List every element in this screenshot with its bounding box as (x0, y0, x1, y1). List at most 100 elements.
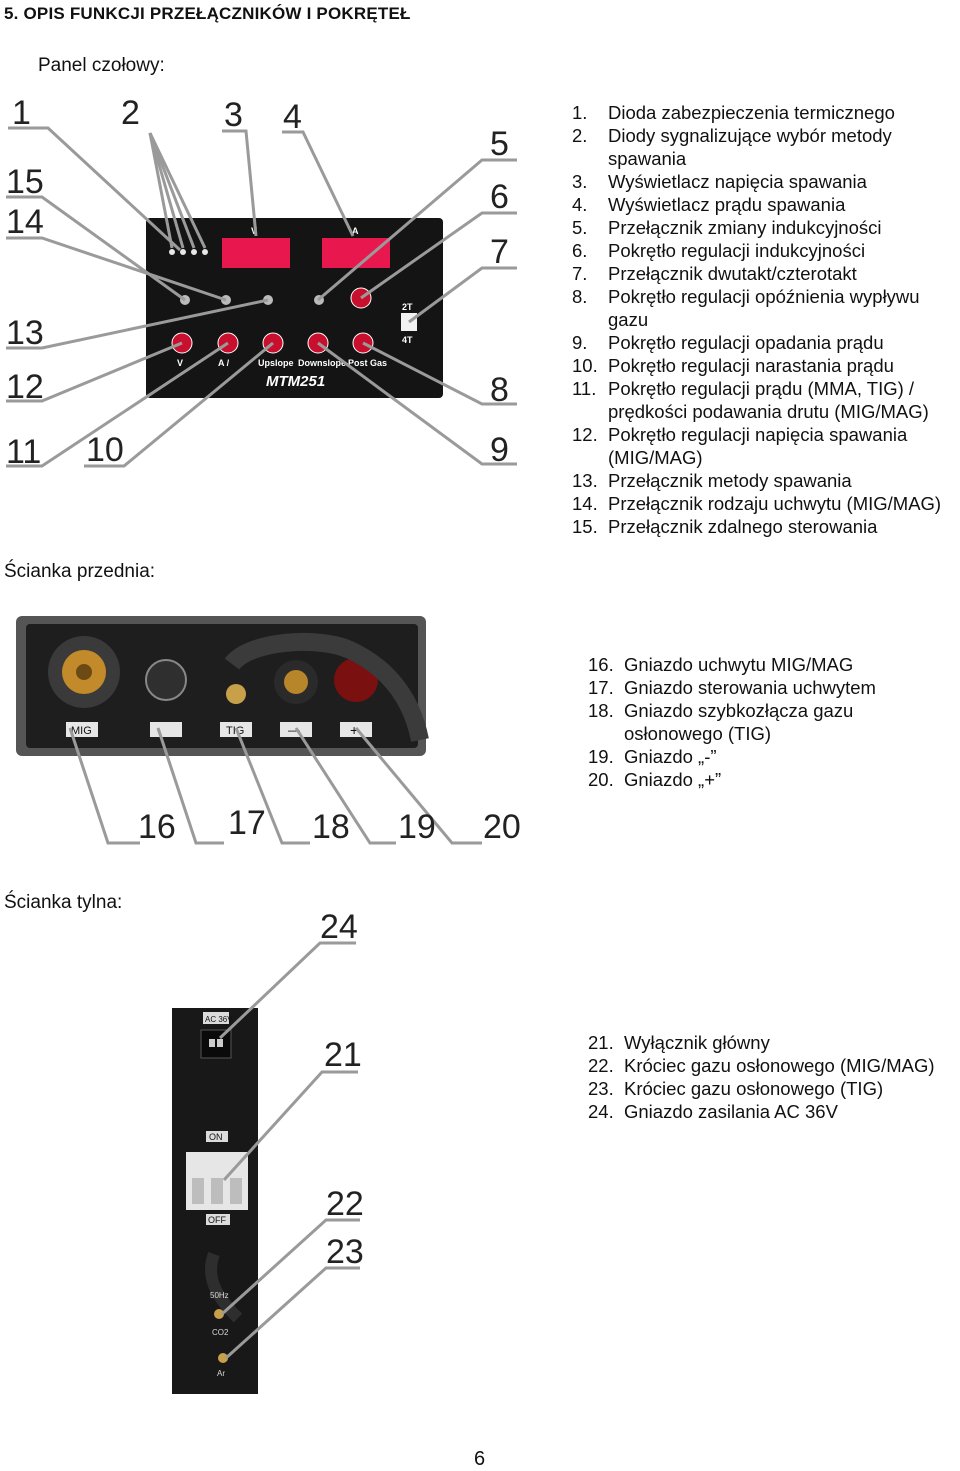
callout-19: 19 (398, 808, 436, 846)
callout-9: 9 (490, 431, 509, 469)
back-wall-figure: AC 36V ON OFF 50Hz CO2 Ar (172, 1008, 258, 1394)
front-panel-label: Panel czołowy: (38, 55, 165, 76)
legend-item: 9.Pokrętło regulacji opadania prądu (572, 332, 884, 353)
voltage-display (222, 238, 290, 268)
legend-item: 20.Gniazdo „+” (588, 769, 722, 790)
legend-item: 19.Gniazdo „-” (588, 746, 717, 767)
tig-gas-inlet-icon[interactable] (218, 1353, 228, 1363)
front-wall-callouts: 16 17 18 19 20 (138, 804, 521, 846)
legend-item: 18.Gniazdo szybkozłącza gazu osłonowego … (588, 700, 854, 744)
legend-item: 6.Pokrętło regulacji indukcyjności (572, 240, 866, 261)
legend-item: 12.Pokrętło regulacji napięcia spawania … (572, 424, 908, 468)
front-wall-label: Ścianka przednia: (4, 561, 156, 582)
callout-11: 11 (6, 433, 41, 471)
front-knobs (171, 287, 374, 354)
front-wall-legend: 16.Gniazdo uchwytu MIG/MAG 17.Gniazdo st… (588, 653, 948, 791)
breaker-pole-icon (192, 1178, 204, 1204)
callout-2: 2 (121, 94, 140, 132)
legend-item: 22.Króciec gazu osłonowego (MIG/MAG) (588, 1055, 935, 1076)
callout-1: 1 (12, 94, 31, 132)
on-plate (206, 1131, 228, 1142)
legend-item: 11.Pokrętło regulacji prądu (MMA, TIG) /… (572, 378, 929, 422)
tig-socket-label: TIG (226, 725, 244, 737)
minus-socket-label: — (288, 723, 300, 737)
callout-4: 4 (283, 98, 302, 136)
callout-14: 14 (6, 203, 44, 241)
model-label: MTM251 (266, 373, 325, 390)
legend-item: 24.Gniazdo zasilania AC 36V (588, 1101, 838, 1122)
legend-item: 8.Pokrętło regulacji opóźnienia wypływu … (572, 286, 920, 330)
callout-12: 12 (6, 368, 44, 406)
post-gas-label: Post Gas (348, 358, 387, 368)
callout-20: 20 (483, 808, 521, 846)
led-icon (202, 249, 208, 255)
v-knob-label: V (177, 358, 183, 368)
back-wall-leaders (218, 941, 360, 1360)
breaker-pole-icon (230, 1178, 242, 1204)
callout-10: 10 (86, 431, 124, 469)
minus-socket-icon[interactable] (284, 670, 308, 694)
mig-socket-label-plate (66, 722, 98, 737)
control-socket-label-plate (150, 722, 182, 737)
ac-plate (203, 1012, 229, 1024)
a-knob-label: A / (218, 358, 230, 368)
legend-item: 21.Wyłącznik główny (588, 1032, 770, 1053)
method-leds (169, 249, 208, 255)
legend-item: 7.Przełącznik dwutakt/czterotakt (572, 263, 857, 284)
off-plate (206, 1214, 230, 1225)
led-icon (169, 249, 175, 255)
front-wall-figure: MIG TIG — + (16, 616, 429, 756)
page-number: 6 (474, 1448, 486, 1470)
callout-15: 15 (6, 163, 44, 201)
upslope-label: Upslope (258, 358, 294, 368)
legend-item: 16.Gniazdo uchwytu MIG/MAG (588, 654, 854, 675)
callout-18: 18 (312, 808, 350, 846)
cable-icon (224, 633, 429, 742)
front-panel-body (146, 218, 443, 398)
plus-socket-label: + (350, 722, 358, 738)
callout-23: 23 (326, 1233, 364, 1271)
mig-socket-label: MIG (71, 725, 92, 737)
ar-label: Ar (217, 1369, 225, 1378)
front-wall-leaders (68, 727, 482, 845)
downslope-label: Downslope (298, 358, 346, 368)
callout-17: 17 (228, 804, 266, 842)
callout-22: 22 (326, 1185, 364, 1223)
on-label: ON (209, 1132, 223, 1142)
callout-24: 24 (320, 908, 358, 946)
callout-5: 5 (490, 125, 509, 163)
callout-8: 8 (490, 371, 509, 409)
front-panel-leaders (6, 126, 517, 468)
mig-gas-inlet-icon[interactable] (214, 1309, 224, 1319)
callout-21: 21 (324, 1036, 362, 1074)
front-panel-callouts: 1 2 3 4 5 6 7 8 9 10 11 12 13 14 15 (6, 94, 509, 471)
co2-label: CO2 (212, 1328, 229, 1337)
hz-label: 50Hz (210, 1291, 229, 1300)
section-heading: 5. OPIS FUNKCJI PRZEŁĄCZNIKÓW I POKRĘTEŁ (4, 4, 411, 23)
led-icon (191, 249, 197, 255)
callout-6: 6 (490, 178, 509, 216)
mode-2t-label: 2T (402, 302, 413, 312)
back-wall-callouts: 24 21 22 23 (320, 908, 364, 1271)
legend-item: 14.Przełącznik rodzaju uchwytu (MIG/MAG) (572, 493, 942, 514)
legend-item: 3.Wyświetlacz napięcia spawania (572, 171, 867, 192)
control-socket-icon[interactable] (145, 659, 187, 701)
power-cable-icon (205, 1251, 243, 1323)
display-v-label: V (251, 226, 257, 236)
tig-gas-socket-icon[interactable] (226, 684, 246, 704)
ac-label: AC 36V (205, 1015, 233, 1024)
front-wall-inner (26, 624, 418, 748)
ac-socket-icon[interactable] (200, 1029, 232, 1059)
back-wall-label: Ścianka tylna: (4, 892, 123, 913)
callout-16: 16 (138, 808, 176, 846)
legend-item: 2.Diody sygnalizujące wybór metody spawa… (572, 125, 892, 169)
front-panel-legend: 1.Dioda zabezpieczenia termicznego 2.Dio… (572, 101, 956, 538)
legend-item: 1.Dioda zabezpieczenia termicznego (572, 102, 895, 123)
display-a-label: A (352, 226, 359, 236)
legend-item: 5.Przełącznik zmiany indukcyjności (572, 217, 882, 238)
mode-4t-label: 4T (402, 335, 413, 345)
breaker-pole-icon (211, 1178, 223, 1204)
callout-7: 7 (490, 233, 509, 271)
off-label: OFF (208, 1215, 226, 1225)
